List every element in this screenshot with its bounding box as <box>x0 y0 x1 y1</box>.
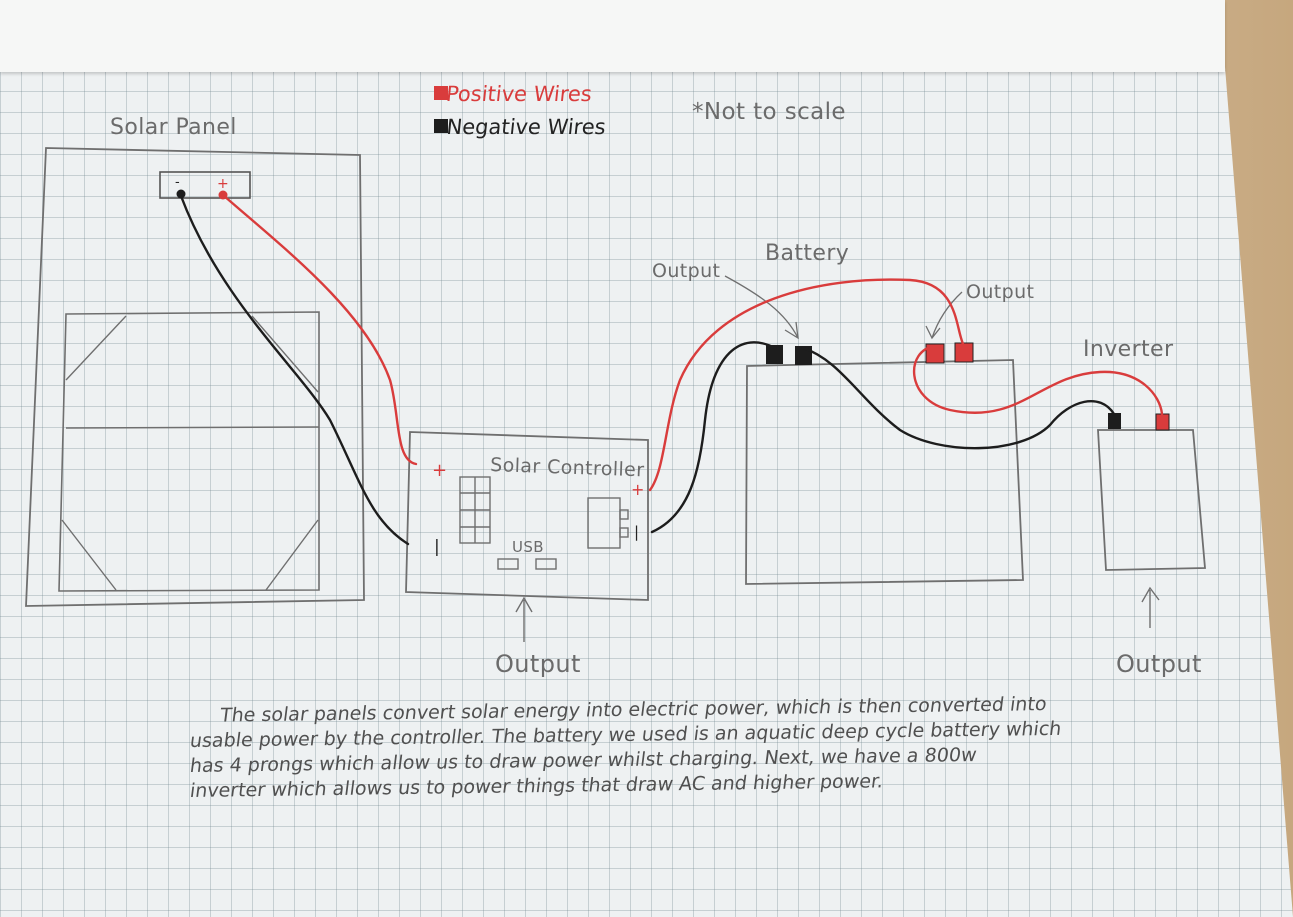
battery-positive-prong-2 <box>954 342 974 363</box>
usb-port-2 <box>535 558 557 570</box>
battery-right-output-label: Output <box>966 281 1034 303</box>
paper-sheet-behind <box>0 0 1225 72</box>
controller-positive-in: + <box>432 460 447 481</box>
battery-right-output-arrow <box>925 291 963 340</box>
battery-to-inverter-positive-wire <box>913 344 1164 416</box>
battery-positive-prong-1 <box>925 343 945 364</box>
positive-wires <box>221 193 1164 492</box>
positive-legend-swatch <box>434 86 448 100</box>
battery-left-output-label: Output <box>652 260 720 282</box>
inverter-outline <box>1097 429 1206 571</box>
solar-panel: Solar Panel - + <box>25 115 365 607</box>
legend: Positive Wires Negative Wires <box>434 81 607 139</box>
solar-controller: Solar Controller + | + | USB Output <box>405 431 649 678</box>
solar-panel-inner-frame <box>58 311 320 592</box>
panel-positive-terminal-label: + <box>217 176 229 192</box>
controller-to-battery-negative-wire <box>650 341 777 534</box>
battery-label: Battery <box>765 241 849 266</box>
negative-legend-swatch <box>434 119 448 133</box>
panel-to-controller-negative-wire <box>179 194 410 546</box>
panel-negative-terminal <box>176 189 186 199</box>
inverter-negative-terminal <box>1108 413 1121 429</box>
description-paragraph: The solar panels convert solar energy in… <box>189 693 1290 804</box>
not-to-scale-note: *Not to scale <box>692 99 846 125</box>
negative-wires-label: Negative Wires <box>445 114 607 139</box>
controller-negative-in: | <box>434 537 440 557</box>
inverter-output-label: Output <box>1116 650 1202 678</box>
controller-positive-out: + <box>631 480 644 499</box>
controller-outline <box>405 431 649 601</box>
positive-wires-label: Positive Wires <box>445 81 593 106</box>
inverter: Inverter Output <box>1083 337 1206 678</box>
graph-paper <box>0 28 1293 917</box>
solar-panel-outline <box>25 147 365 607</box>
usb-output-arrow <box>515 596 533 642</box>
controller-negative-out: | <box>634 523 639 541</box>
battery-outline <box>745 359 1024 585</box>
battery-left-output-arrow <box>724 275 799 340</box>
negative-wires <box>179 194 1116 546</box>
solar-panel-label: Solar Panel <box>110 115 237 140</box>
junction-box <box>159 171 251 199</box>
controller-label: Solar Controller <box>490 454 645 481</box>
controller-output-label: Output <box>495 650 581 678</box>
controller-to-battery-positive-wire <box>648 278 966 492</box>
panel-negative-terminal-label: - <box>175 175 180 190</box>
panel-to-controller-positive-wire <box>221 193 418 466</box>
battery-to-inverter-negative-wire <box>801 346 1116 450</box>
controller-side-port <box>587 497 629 549</box>
inverter-positive-terminal <box>1155 413 1170 431</box>
solar-panel-divider <box>65 426 320 429</box>
inverter-label: Inverter <box>1083 337 1174 362</box>
usb-port-1 <box>497 558 519 570</box>
battery-negative-prong-1 <box>766 345 783 364</box>
usb-label: USB <box>512 538 544 556</box>
inverter-output-arrow <box>1141 586 1160 628</box>
controller-display-grid <box>459 476 491 544</box>
battery: Battery Output Output <box>652 241 1034 585</box>
